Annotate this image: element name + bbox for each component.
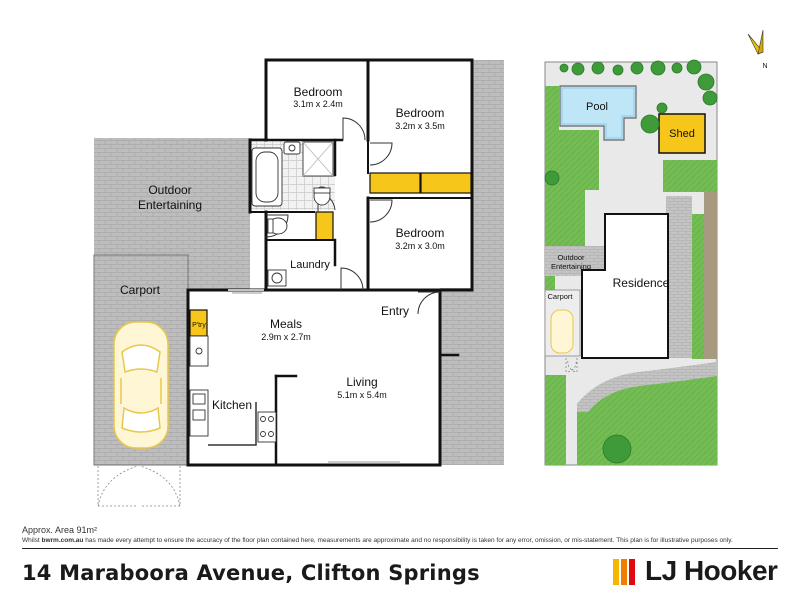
site-plan [544, 59, 718, 466]
car-icon [113, 321, 169, 449]
bedroom3-label: Bedroom [396, 226, 445, 240]
floor-plan: Bedroom 3.1m x 2.4m Bedroom 3.2m x 3.5m … [93, 29, 768, 507]
walls [186, 58, 474, 467]
side-path-brick [473, 60, 504, 290]
north-arrow-icon [747, 29, 764, 55]
carport-label: Carport [120, 283, 161, 297]
living-label: Living [346, 375, 377, 389]
approx-area: Approx. Area 91m² [22, 525, 98, 535]
living-size: 5.1m x 5.4m [337, 390, 387, 400]
logo-bar-yellow [613, 559, 619, 585]
kitchen-label: Kitchen [212, 398, 252, 412]
linen-cupboard [315, 211, 334, 241]
pantry-label: P'try [192, 322, 206, 329]
entry-label: Entry [381, 304, 409, 318]
disclaimer-prefix: Whilst [22, 537, 42, 544]
bedroom1-label: Bedroom [294, 85, 343, 99]
site-carport-label: Carport [547, 292, 573, 301]
logo-bar-red [629, 559, 635, 585]
site-outdoor-line1: Outdoor [557, 253, 585, 262]
laundry-label: Laundry [290, 259, 330, 271]
shed-label: Shed [669, 128, 695, 140]
robe-bedroom2-left [369, 172, 421, 194]
bedroom2-size: 3.2m x 3.5m [395, 121, 445, 131]
logo-text: LJ Hooker [645, 555, 778, 586]
footer-divider [22, 548, 778, 549]
bathroom-fixtures [251, 141, 334, 287]
bedroom3-size: 3.2m x 3.0m [395, 241, 445, 251]
kitchen-fixtures [189, 335, 277, 446]
lj-hooker-logo: LJ Hooker [613, 555, 778, 588]
residence-label: Residence [613, 276, 670, 290]
side-path-lower-brick [440, 288, 504, 465]
meals-label: Meals [270, 317, 302, 331]
outdoor-label-line2: Entertaining [138, 198, 202, 212]
property-address: 14 Maraboora Avenue, Clifton Springs [22, 561, 480, 585]
disclaimer: Whilst bwrm.com.au has made every attemp… [22, 537, 733, 544]
carport-gates [97, 465, 181, 507]
outdoor-label-line1: Outdoor [148, 183, 191, 197]
disclaimer-text: has made every attempt to ensure the acc… [83, 537, 733, 544]
disclaimer-brand: bwrm.com.au [41, 537, 84, 544]
north-label: N [762, 63, 767, 70]
bedroom1-size: 3.1m x 2.4m [293, 99, 343, 109]
meals-size: 2.9m x 2.7m [261, 332, 311, 342]
logo-bar-orange [621, 559, 627, 585]
pool-label: Pool [586, 101, 608, 113]
bedroom2-label: Bedroom [396, 106, 445, 120]
site-outdoor-line2: Entertaining [551, 262, 591, 271]
robe-bedroom2-right [420, 172, 472, 194]
